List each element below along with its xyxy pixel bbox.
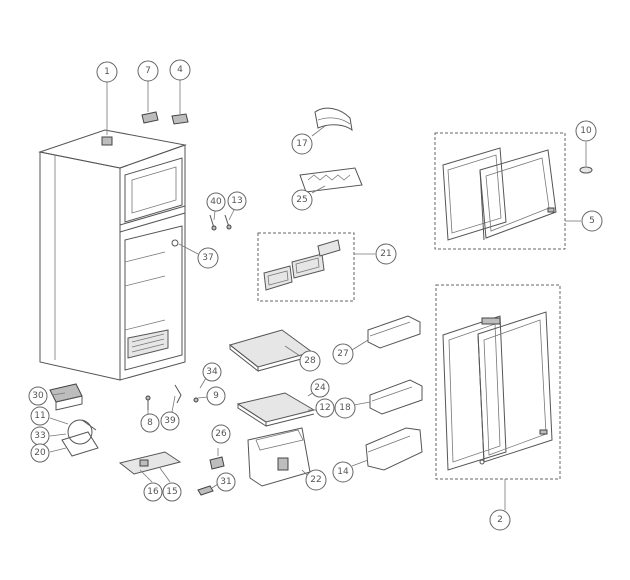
- callout-2-label: 2: [497, 515, 503, 525]
- callout-28: 28: [284, 345, 321, 372]
- refrigerator-cabinet: [38, 129, 187, 381]
- ice-tray-part: [299, 167, 363, 193]
- callout-20-label: 20: [34, 448, 46, 458]
- callout-31-label: 31: [220, 477, 231, 487]
- callout-22: 22: [301, 469, 327, 491]
- callout-26-label: 26: [215, 429, 227, 439]
- callout-18: 18: [334, 397, 371, 419]
- callout-33: 33: [30, 426, 67, 446]
- callout-25: 25: [291, 185, 326, 211]
- callout-13: 13: [227, 191, 247, 221]
- callout-9-label: 9: [213, 391, 219, 401]
- callout-16-label: 16: [147, 487, 159, 497]
- control-panel-group: [257, 232, 355, 302]
- cord-clip: [197, 485, 214, 496]
- glass-shelf-lower: [236, 392, 316, 427]
- callout-2: 2: [489, 479, 511, 531]
- callout-9: 9: [197, 386, 226, 406]
- callout-4: 4: [169, 59, 191, 114]
- callout-4-label: 4: [177, 65, 183, 75]
- callout-10-label: 10: [580, 126, 592, 136]
- callout-12-label: 12: [319, 403, 330, 413]
- drain-tray: [118, 451, 182, 475]
- callout-14: 14: [332, 459, 369, 483]
- freezer-door-assembly: [434, 132, 566, 250]
- callout-33-label: 33: [34, 431, 45, 441]
- door-knob-part: [579, 166, 593, 174]
- callout-28-label: 28: [304, 356, 316, 366]
- callout-16: 16: [139, 469, 163, 502]
- callout-39: 39: [160, 395, 180, 431]
- callout-8: 8: [140, 410, 160, 433]
- callout-7: 7: [137, 60, 159, 112]
- callout-40-label: 40: [210, 197, 222, 207]
- small-switch-parts: [145, 384, 199, 410]
- callout-14-label: 14: [337, 467, 349, 477]
- callout-24: 24: [307, 378, 330, 398]
- callout-34-label: 34: [206, 367, 218, 377]
- callout-37: 37: [178, 243, 219, 269]
- glass-shelf-upper: [228, 329, 314, 373]
- callout-25-label: 25: [296, 195, 307, 205]
- callout-21-label: 21: [380, 249, 391, 259]
- callout-26: 26: [211, 424, 231, 456]
- screw-parts: [209, 214, 232, 231]
- thermostat-box: [49, 383, 83, 411]
- callout-13-label: 13: [231, 196, 242, 206]
- callout-18-label: 18: [339, 403, 351, 413]
- crisper-drawer: [247, 427, 311, 487]
- callout-15: 15: [159, 467, 182, 502]
- callout-20: 20: [30, 443, 67, 463]
- fridge-door-assembly: [435, 284, 561, 480]
- callout-5: 5: [565, 210, 603, 232]
- callout-21: 21: [354, 243, 397, 265]
- callout-31: 31: [211, 472, 236, 492]
- callout-17: 17: [291, 125, 326, 155]
- door-bin-2: [369, 379, 423, 415]
- door-bin-1: [367, 315, 421, 349]
- freezer-shelf-part: [314, 107, 353, 132]
- callout-11-label: 11: [34, 411, 45, 421]
- callout-1-label: 1: [104, 67, 110, 77]
- top-hinge-parts: [141, 111, 189, 125]
- callout-39-label: 39: [164, 416, 176, 426]
- callout-10: 10: [575, 120, 597, 166]
- callout-17-label: 17: [296, 139, 307, 149]
- lamp-socket: [209, 456, 225, 470]
- callout-27: 27: [332, 339, 369, 365]
- callout-24-label: 24: [314, 383, 326, 393]
- callout-11: 11: [30, 406, 69, 426]
- callout-40: 40: [206, 192, 226, 221]
- callout-22-label: 22: [310, 475, 321, 485]
- callout-5-label: 5: [589, 216, 595, 226]
- callout-7-label: 7: [145, 66, 151, 76]
- callout-30: 30: [28, 386, 66, 406]
- callout-12: 12: [308, 398, 335, 418]
- callout-34: 34: [199, 362, 222, 389]
- lamp-assembly: [61, 419, 99, 457]
- door-bin-3: [365, 427, 423, 471]
- callout-15-label: 15: [166, 487, 177, 497]
- callout-1: 1: [96, 61, 118, 135]
- callout-27-label: 27: [337, 349, 348, 359]
- callout-37-label: 37: [202, 253, 213, 263]
- callout-8-label: 8: [147, 418, 153, 428]
- callout-30-label: 30: [32, 391, 44, 401]
